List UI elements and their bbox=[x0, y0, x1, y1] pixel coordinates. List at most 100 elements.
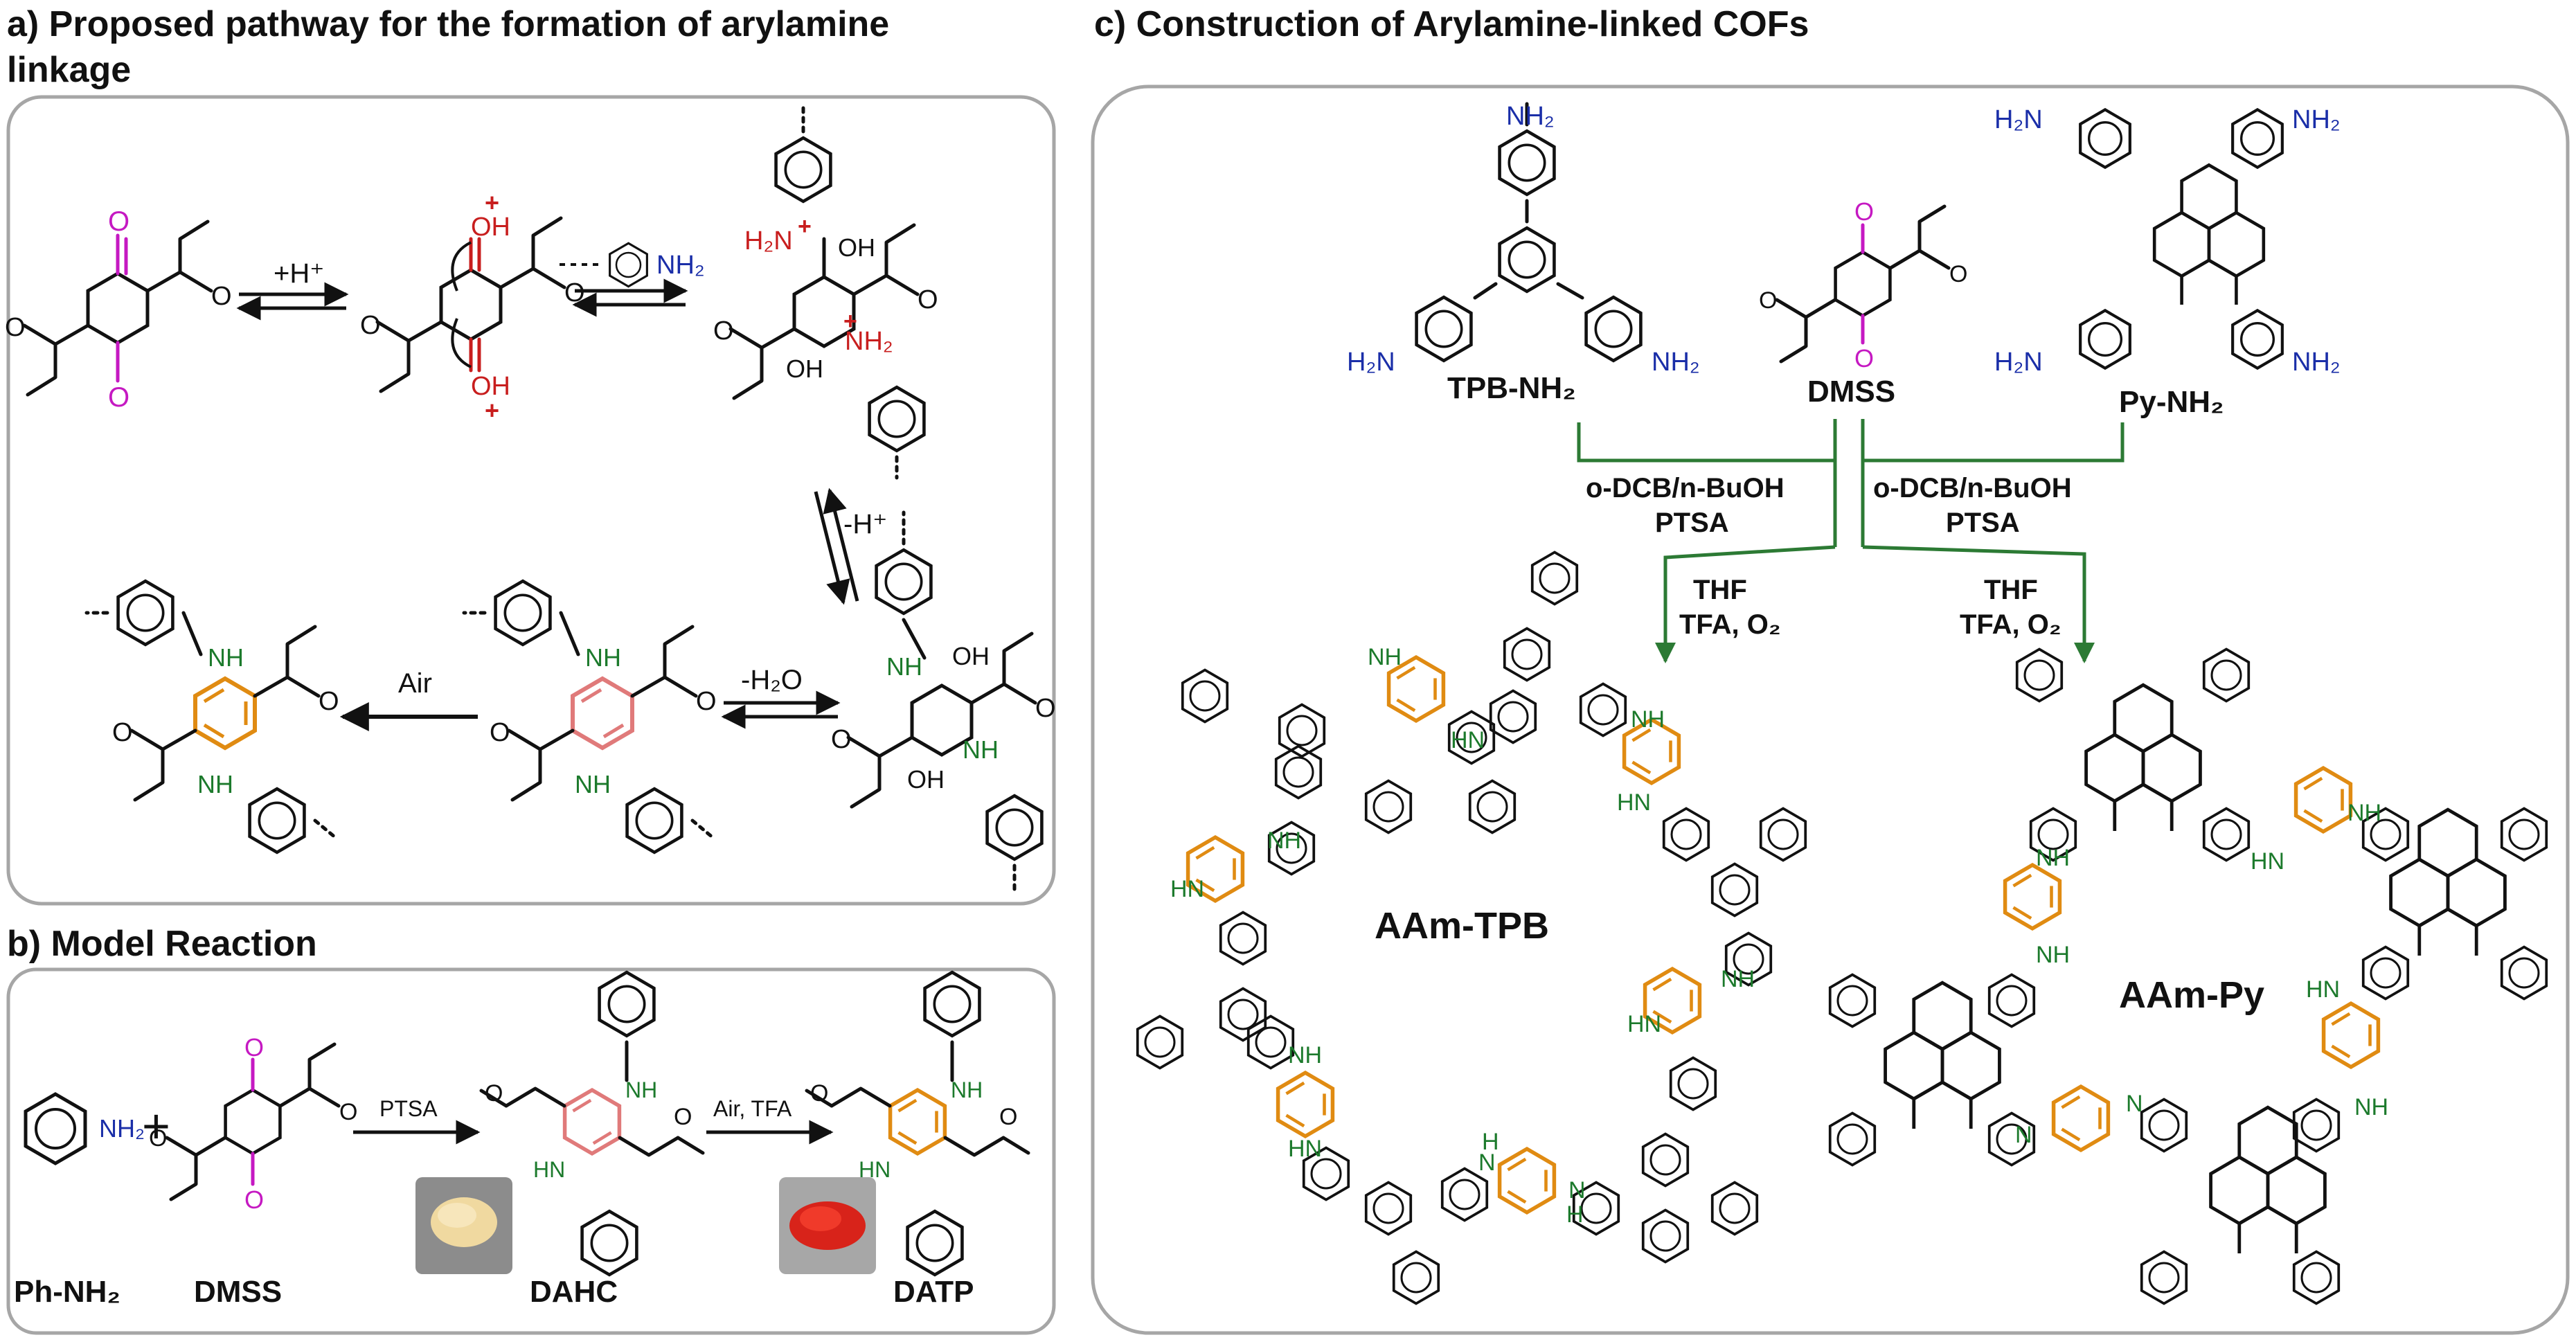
nh-label-b2: HN bbox=[533, 1157, 565, 1182]
link-hn-5: HN bbox=[1288, 1136, 1322, 1162]
label-py-nh2: Py-NH₂ bbox=[2119, 385, 2224, 419]
svg-text:+: + bbox=[485, 188, 499, 217]
cond-left-2: PTSA bbox=[1655, 508, 1729, 538]
oh-label-a1: OH bbox=[838, 233, 875, 262]
nh2-plus-label: NH₂ bbox=[845, 327, 893, 356]
svg-text:+: + bbox=[843, 308, 857, 334]
air-tfa-arrow: Air, TFA bbox=[706, 1096, 834, 1145]
label-tpb-nh2: TPB-NH₂ bbox=[1447, 371, 1576, 405]
ptsa-label: PTSA bbox=[379, 1096, 438, 1121]
link-h-6: H bbox=[1482, 1129, 1499, 1155]
svg-text:O: O bbox=[696, 687, 717, 716]
oh-plus-bottom: OH bbox=[471, 372, 510, 401]
svg-text:O: O bbox=[1854, 344, 1874, 373]
panel-a-title-line2: linkage bbox=[7, 50, 131, 90]
py-nh2-monomer: H₂N NH₂ H₂N NH₂ bbox=[1994, 105, 2341, 377]
nh-label-a1: NH bbox=[886, 652, 922, 681]
svg-text:O: O bbox=[1759, 287, 1777, 314]
py-h2n-tl: H₂N bbox=[1994, 105, 2043, 134]
tfa-right: TFA, O₂ bbox=[1960, 609, 2061, 640]
route-arrows bbox=[1577, 419, 2125, 663]
svg-text:O: O bbox=[999, 1104, 1017, 1130]
link-nh-5: NH bbox=[1288, 1042, 1322, 1068]
ptsa-arrow: PTSA bbox=[353, 1096, 481, 1145]
datp-molecule: NH O O HN bbox=[805, 972, 1030, 1275]
panel-c-scheme: NH₂ H₂N NH₂ TPB-NH₂ O O O O DMSS bbox=[1136, 102, 2548, 1305]
cond-right-1: o-DCB/n-BuOH bbox=[1873, 473, 2072, 503]
tpb-nh2-top: NH₂ bbox=[1506, 102, 1555, 131]
svg-text:O: O bbox=[108, 206, 129, 237]
air-tfa-label: Air, TFA bbox=[713, 1096, 792, 1121]
nh-label-b3: NH bbox=[951, 1077, 983, 1102]
svg-text:O: O bbox=[918, 285, 938, 314]
py-link-hn-1: HN bbox=[2251, 848, 2284, 875]
panel-c-frame bbox=[1091, 84, 2570, 1335]
cond-right-2: PTSA bbox=[1946, 508, 2020, 538]
dahc-photo bbox=[415, 1177, 512, 1274]
thf-left: THF bbox=[1693, 575, 1747, 605]
datp-photo bbox=[779, 1177, 876, 1274]
link-h-7: H bbox=[1566, 1201, 1584, 1228]
label-dmss-c: DMSS bbox=[1807, 375, 1895, 409]
link-hn-3: HN bbox=[1627, 1011, 1661, 1037]
svg-text:O: O bbox=[1949, 261, 1967, 287]
link-n-6: N bbox=[1478, 1149, 1496, 1176]
nh-label-a5: NH bbox=[208, 643, 244, 672]
svg-text:O: O bbox=[674, 1104, 692, 1130]
aam-py-framework: AAm-Py NH HN NH NH HN NH N N bbox=[1828, 647, 2548, 1305]
svg-text:O: O bbox=[339, 1099, 357, 1125]
nh-label-a2: NH bbox=[963, 735, 999, 764]
aniline-nh2: NH₂ bbox=[99, 1114, 145, 1143]
svg-text:O: O bbox=[1854, 197, 1874, 226]
dihydro-intermediate: NH O O NH bbox=[462, 581, 717, 852]
link-nh-1: NH bbox=[1368, 644, 1402, 670]
thf-right: THF bbox=[1984, 575, 2038, 605]
py-link-nh-4: NH bbox=[2354, 1094, 2388, 1120]
hemiaminal-intermediate: H₂N + OH O O OH NH₂ + bbox=[713, 102, 938, 480]
aniline-pendant: NH₂ bbox=[609, 242, 705, 288]
aniline-molecule: NH₂ bbox=[26, 1094, 145, 1163]
svg-text:O: O bbox=[244, 1186, 264, 1214]
py-nh2-tr: NH₂ bbox=[2292, 105, 2341, 134]
oh-label-a3: OH bbox=[952, 642, 990, 670]
label-ph-nh2: Ph-NH₂ bbox=[14, 1275, 120, 1309]
air-label: Air bbox=[398, 668, 432, 699]
nh-label-a4: NH bbox=[575, 770, 611, 798]
label-aam-tpb: AAm-TPB bbox=[1375, 905, 1549, 947]
svg-text:+: + bbox=[798, 213, 812, 240]
dmss-molecule-b: O O O O bbox=[149, 1033, 357, 1214]
panel-b-frame bbox=[6, 967, 1056, 1335]
nh-label-b1: NH bbox=[625, 1077, 657, 1102]
py-link-n-5: N bbox=[2015, 1122, 2032, 1148]
tfa-left: TFA, O₂ bbox=[1679, 609, 1781, 640]
air-arrow: Air bbox=[339, 668, 478, 731]
aam-tpb-framework: AAm-TPB NH HN NH HN NH HN NH HN NH HN N … bbox=[1136, 551, 1807, 1305]
dmss-molecule-c: O O O O bbox=[1759, 197, 1967, 373]
reagent-plus-h: +H⁺ bbox=[274, 258, 324, 289]
link-hn-1: HN bbox=[1451, 727, 1485, 753]
panel-a-scheme: O O O O +H⁺ OH + OH + bbox=[5, 102, 1056, 895]
tpb-nh2-monomer: NH₂ H₂N NH₂ bbox=[1347, 102, 1700, 377]
equilibrium-arrow-4: -H₂O bbox=[721, 665, 841, 729]
label-aam-py: AAm-Py bbox=[2119, 974, 2264, 1016]
panel-b-title: b) Model Reaction bbox=[7, 924, 317, 964]
svg-text:O: O bbox=[490, 718, 510, 747]
dmss-molecule-a: O O O O bbox=[5, 206, 232, 413]
svg-text:O: O bbox=[713, 316, 734, 346]
svg-text:O: O bbox=[244, 1033, 264, 1062]
panel-a-frame bbox=[6, 95, 1056, 906]
link-n-7: N bbox=[1568, 1177, 1586, 1204]
protonated-dmss: OH + OH + O O bbox=[360, 188, 585, 424]
link-nh-3: NH bbox=[1721, 966, 1755, 992]
panel-b-scheme: NH₂ + O O O O PTSA NH O bbox=[14, 972, 1030, 1309]
nh-label-a3: NH bbox=[585, 643, 621, 672]
plus-sign: + bbox=[142, 1099, 170, 1153]
svg-text:O: O bbox=[211, 282, 232, 311]
nh2-pendant: NH₂ bbox=[656, 251, 705, 280]
diaminodiol-intermediate: NH OH O O OH NH bbox=[831, 510, 1056, 895]
link-hn-2: HN bbox=[1170, 876, 1204, 902]
svg-text:O: O bbox=[112, 718, 133, 747]
svg-text:O: O bbox=[831, 725, 852, 754]
link-nh-4: NH bbox=[1631, 706, 1665, 733]
